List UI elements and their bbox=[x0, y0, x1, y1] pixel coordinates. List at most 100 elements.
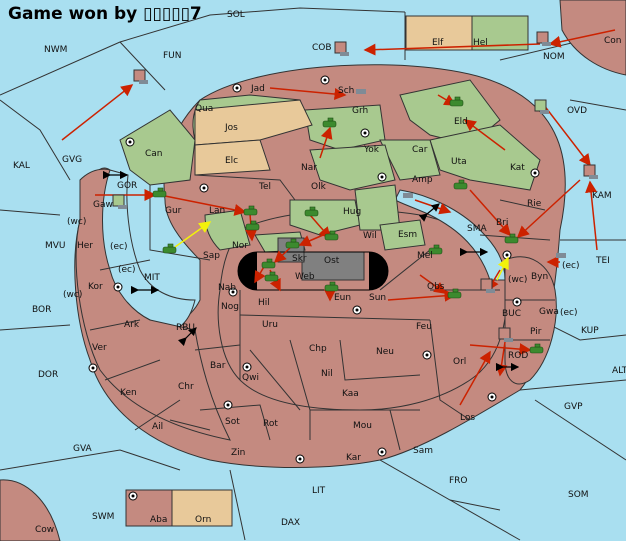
supply-center bbox=[295, 454, 305, 464]
territory-label: Gaw bbox=[93, 200, 113, 210]
fleet-unit-icon bbox=[334, 41, 349, 56]
sea-label: SWM bbox=[92, 512, 114, 522]
coast-label: (ec) bbox=[118, 265, 136, 275]
canal-right-cap bbox=[369, 252, 388, 290]
game-title: Game won by ▯▯▯▯▯7 bbox=[8, 4, 202, 24]
sea-label: DAX bbox=[281, 518, 300, 528]
territory-label: Sun bbox=[369, 293, 386, 303]
passage-arrows bbox=[102, 170, 520, 372]
fleet-unit-icon bbox=[536, 31, 551, 46]
supply-center bbox=[199, 183, 209, 193]
sea-label: KAL bbox=[13, 161, 30, 171]
sea-label: GVG bbox=[62, 155, 82, 165]
sea-label: BUC bbox=[502, 309, 521, 319]
territory-label: Amp bbox=[412, 175, 433, 185]
fleet-unit-icon bbox=[356, 89, 366, 94]
territory-label: Sot bbox=[225, 417, 240, 427]
territory-label: Nor bbox=[232, 241, 248, 251]
coast-label: (ec) bbox=[560, 308, 578, 318]
supply-center bbox=[88, 363, 98, 373]
sea-label: BOR bbox=[32, 305, 51, 315]
territory-label: Qwi bbox=[242, 373, 259, 383]
territory-label: Byn bbox=[531, 272, 548, 282]
sea-label: GVP bbox=[564, 402, 583, 412]
sea-label: SOL bbox=[227, 10, 245, 20]
supply-center bbox=[125, 137, 135, 147]
territory-label: Hel bbox=[473, 38, 488, 48]
territory-label: Neu bbox=[376, 347, 394, 357]
supply-center bbox=[502, 250, 512, 260]
sea-label: MVU bbox=[45, 241, 66, 251]
territory-label: Kar bbox=[346, 453, 361, 463]
coast-label: (wc) bbox=[67, 217, 86, 227]
army-unit-icon bbox=[152, 187, 167, 198]
territory-label: Uta bbox=[451, 157, 467, 167]
territory-label: Gur bbox=[165, 206, 182, 216]
sea-label: TEI bbox=[595, 256, 610, 266]
army-unit-icon bbox=[322, 117, 337, 128]
supply-center bbox=[228, 287, 238, 297]
territory-label: Uru bbox=[262, 320, 278, 330]
sea-label: ROD bbox=[508, 351, 528, 361]
army-unit-icon bbox=[285, 238, 300, 249]
territory-label: Skr bbox=[292, 254, 307, 264]
army-unit-icon bbox=[504, 233, 519, 244]
territory-label: Gwa bbox=[539, 307, 559, 317]
territory-label: Sch bbox=[338, 86, 354, 96]
territory-label: Rie bbox=[527, 199, 542, 209]
territory-label: Orn bbox=[195, 515, 211, 525]
coast-label: (wc) bbox=[63, 290, 82, 300]
army-unit-icon bbox=[324, 281, 339, 292]
territory-label: Obs bbox=[427, 282, 445, 292]
army-unit-icon bbox=[304, 206, 319, 217]
tan-territories bbox=[171, 15, 473, 527]
labels: SOLNWMFUNCOBNOMOVDGVGKALMVUBORDORGVASWML… bbox=[13, 10, 626, 535]
territory-label: Nil bbox=[321, 369, 333, 379]
army-unit-icon bbox=[453, 179, 468, 190]
fleet-unit-icon bbox=[403, 193, 413, 198]
territory-label: Jos bbox=[224, 123, 238, 133]
army-unit-icon bbox=[447, 288, 462, 299]
territory-label: Pir bbox=[530, 327, 542, 337]
sea-label: GVA bbox=[73, 444, 93, 454]
territory-label: Cow bbox=[35, 525, 54, 535]
sea-label: FRO bbox=[449, 476, 468, 486]
sea-label: SMA bbox=[467, 224, 487, 234]
territory-label: Ken bbox=[120, 388, 137, 398]
territory-label: Ost bbox=[324, 256, 340, 266]
army-unit-icon bbox=[264, 271, 279, 282]
sea-label: SOM bbox=[568, 490, 589, 500]
supply-center bbox=[487, 392, 497, 402]
territory-label: Kor bbox=[88, 282, 103, 292]
fleet-unit-icon bbox=[534, 99, 549, 114]
supply-center bbox=[512, 297, 522, 307]
territory-label: Eun bbox=[334, 293, 351, 303]
army-unit-icon bbox=[529, 343, 544, 354]
territory-label: Bar bbox=[210, 361, 226, 371]
sea-label: COB bbox=[312, 43, 332, 53]
army-unit-icon bbox=[162, 243, 177, 254]
territory-label: Hil bbox=[258, 298, 270, 308]
territory-label: Hug bbox=[343, 207, 361, 217]
army-unit-icon bbox=[261, 258, 276, 269]
territory-label: Feu bbox=[416, 322, 432, 332]
fleet-unit-icon bbox=[498, 327, 513, 342]
army-unit-icon bbox=[449, 96, 464, 107]
territory-label: Nar bbox=[301, 163, 317, 173]
army-unit-icon bbox=[245, 220, 260, 231]
army-unit-icon bbox=[324, 230, 339, 241]
territory-label: Kat bbox=[510, 163, 525, 173]
territory-label: Mel bbox=[417, 251, 433, 261]
territory-label: Car bbox=[412, 145, 428, 155]
territory-label: Yok bbox=[363, 145, 380, 155]
sea-label: NOM bbox=[543, 52, 565, 62]
territory-label: Ark bbox=[124, 320, 140, 330]
territory-label: Ail bbox=[152, 422, 163, 432]
coast-label: (ec) bbox=[110, 242, 128, 252]
coast-label: (wc) bbox=[508, 275, 527, 285]
sea-label: DOR bbox=[38, 370, 58, 380]
sea-label: FUN bbox=[163, 51, 182, 61]
supply-center bbox=[352, 305, 362, 315]
territory-label: Esm bbox=[398, 230, 417, 240]
territory-label: Eld bbox=[454, 117, 468, 127]
